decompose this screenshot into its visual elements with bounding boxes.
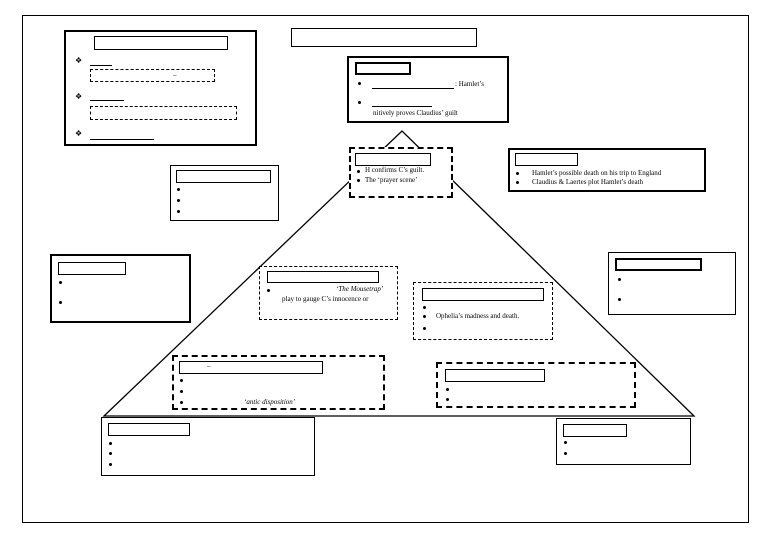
inciting-header — [355, 62, 411, 75]
resolution-box — [436, 362, 636, 408]
falling-item-2: Claudius & Laertes plot Hamlet’s death — [532, 178, 644, 186]
bullet-icon — [423, 327, 426, 330]
bullet-icon — [618, 278, 621, 281]
exposition-notes-header — [94, 36, 228, 50]
left-side-header — [58, 262, 126, 275]
bullet-icon — [180, 379, 183, 382]
blank-line — [372, 106, 432, 107]
bullet-icon — [446, 398, 449, 401]
left-side-box — [50, 254, 191, 323]
climax-line-2: The ‘prayer scene’ — [365, 176, 418, 184]
bottom-right-header — [563, 424, 627, 437]
bullet-icon — [59, 281, 62, 284]
ophelia-item: Ophelia’s madness and death. — [436, 312, 520, 320]
bullet-icon — [516, 172, 519, 175]
falling-action-header — [515, 153, 578, 166]
inciting-line-2: nitively proves Claudius’ guilt — [373, 109, 458, 117]
bullet-icon — [267, 289, 270, 292]
mousetrap-line-2: play to gauge C’s innocence or — [282, 295, 369, 303]
climax-box: H confirms C’s guilt. The ‘prayer scene’ — [349, 147, 453, 198]
bullet-icon — [180, 390, 183, 393]
falling-action-box: Hamlet’s possible death on his trip to E… — [508, 148, 706, 192]
resolution-header — [445, 369, 545, 382]
exposition-sub-box — [90, 106, 237, 120]
right-side-header — [615, 258, 702, 271]
bullet-icon — [109, 442, 112, 445]
climax-header — [355, 153, 431, 166]
bullet-icon — [177, 210, 180, 213]
diamond-icon: ❖ — [75, 129, 83, 138]
bottom-left-box — [101, 417, 315, 476]
ophelia-header — [422, 288, 544, 301]
left-top-dash: – — [173, 71, 177, 79]
antic-italic: ‘antic disposition’ — [244, 398, 296, 406]
blank-line — [90, 65, 112, 66]
page-frame — [22, 15, 749, 523]
title-box — [291, 28, 477, 47]
antic-disposition-box: – ‘antic disposition’ — [172, 355, 385, 410]
bullet-icon — [618, 298, 621, 301]
bullet-icon — [358, 82, 361, 85]
blank-line — [90, 139, 154, 140]
diamond-icon: ❖ — [75, 92, 83, 101]
bullet-icon — [564, 452, 567, 455]
bullet-icon — [357, 170, 360, 173]
bottom-right-box — [556, 418, 691, 465]
bullet-icon — [358, 101, 361, 104]
inciting-line-1: : Hamlet’s — [455, 80, 484, 88]
exposition-notes-box: ❖ – ❖ ❖ — [64, 30, 257, 146]
right-side-box — [608, 252, 736, 315]
bullet-icon — [109, 452, 112, 455]
bullet-icon — [357, 179, 360, 182]
mousetrap-title: ‘The Mousetrap’ — [336, 285, 384, 293]
diamond-icon: ❖ — [75, 56, 83, 65]
ophelia-box: Ophelia’s madness and death. — [413, 282, 553, 340]
climax-line-1: H confirms C’s guilt. — [365, 166, 425, 174]
bullet-icon — [423, 306, 426, 309]
mousetrap-header — [267, 271, 379, 283]
bullet-icon — [446, 388, 449, 391]
character-box-1 — [170, 165, 279, 221]
blank-line — [372, 88, 454, 89]
bullet-icon — [423, 315, 426, 318]
blank-line — [90, 100, 124, 101]
bullet-icon — [177, 199, 180, 202]
antic-header: – — [179, 361, 323, 374]
bullet-icon — [180, 401, 183, 404]
bullet-icon — [59, 301, 62, 304]
antic-dash: – — [207, 362, 211, 370]
bullet-icon — [516, 181, 519, 184]
bullet-icon — [177, 188, 180, 191]
mousetrap-box: ‘The Mousetrap’ play to gauge C’s innoce… — [259, 266, 398, 320]
falling-item-1: Hamlet’s possible death on his trip to E… — [532, 169, 662, 177]
bullet-icon — [564, 441, 567, 444]
exposition-sub-box: – — [90, 69, 215, 82]
inciting-box: : Hamlet’s nitively proves Claudius’ gui… — [347, 56, 509, 123]
bottom-left-header — [108, 423, 190, 436]
character-box-1-header — [176, 170, 271, 183]
bullet-icon — [109, 463, 112, 466]
